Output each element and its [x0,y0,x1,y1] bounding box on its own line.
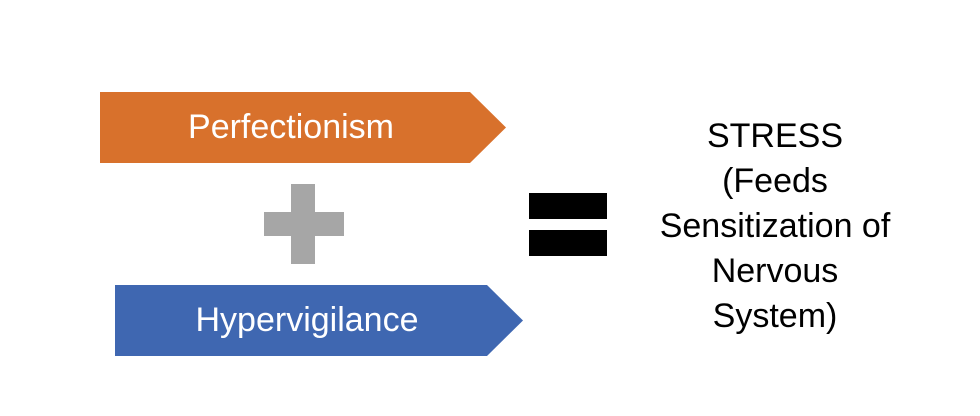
perfectionism-label: Perfectionism [188,108,394,146]
perfectionism-arrow-shape [100,92,506,163]
result-line-feeds: (Feeds [722,162,828,200]
result-line-stress: STRESS [706,117,844,155]
hypervigilance-label: Hypervigilance [195,301,419,339]
result-line-nervous: Nervous [711,252,839,290]
plus-icon-crossbar [264,212,344,236]
stress-result-text: STRESS (Feeds Sensitization of Nervous S… [630,114,920,339]
result-line-system: System) [712,297,838,335]
result-line-sensitization: Sensitization of [659,207,891,245]
hypervigilance-arrow-shape [115,285,523,356]
equals-icon-bottom-bar [529,230,607,256]
perfectionism-arrow: Perfectionism [100,92,506,163]
hypervigilance-arrow: Hypervigilance [115,285,523,356]
equals-icon-top-bar [529,193,607,219]
